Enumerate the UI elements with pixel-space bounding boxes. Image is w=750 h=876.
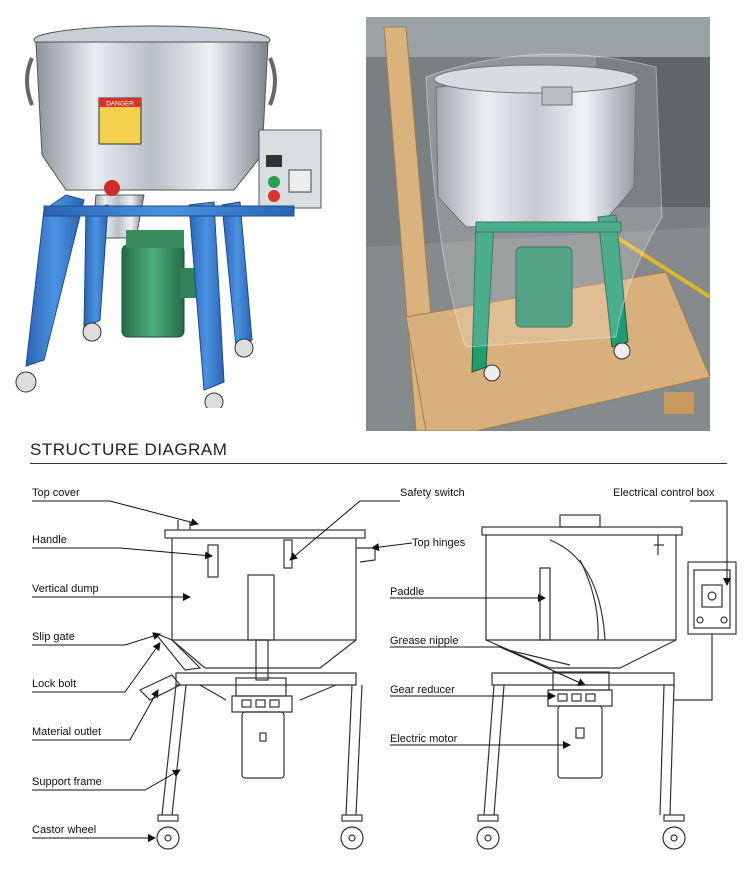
photo-blue-mixer: DANGER — [4, 10, 348, 408]
photo-packed-mixer — [366, 17, 710, 431]
packed-mixer-illustration — [366, 17, 710, 431]
leader-lines — [32, 500, 731, 842]
warning-sign-text: DANGER — [106, 101, 134, 108]
label-grease-nipple: Grease nipple — [390, 635, 459, 647]
left-motor-shape — [241, 711, 285, 779]
vertical-dump-shape — [247, 574, 275, 641]
label-vertical-dump: Vertical dump — [32, 583, 99, 595]
title-rule — [30, 463, 727, 464]
top-cover-shape — [164, 529, 366, 539]
label-electrical-control-box: Electrical control box — [613, 487, 715, 499]
label-top-cover: Top cover — [32, 487, 80, 499]
slip-gate-shape — [154, 632, 202, 671]
label-handle: Handle — [32, 534, 67, 546]
label-castor-wheel: Castor wheel — [32, 824, 97, 836]
control-box-shape — [687, 561, 737, 635]
label-paddle: Paddle — [390, 586, 425, 598]
right-motor-shape — [557, 705, 603, 779]
material-outlet-shape — [138, 674, 181, 701]
paddle-shape — [539, 567, 551, 641]
handle-shape — [207, 544, 219, 578]
blue-mixer-illustration: DANGER — [15, 25, 322, 408]
label-material-outlet: Material outlet — [32, 726, 102, 738]
label-slip-gate: Slip gate — [32, 631, 75, 643]
hopper-shape — [171, 538, 357, 641]
hopper-body — [35, 41, 269, 191]
left-machine-drawing — [138, 520, 376, 850]
label-support-frame: Support frame — [32, 776, 102, 788]
diagram-title: STRUCTURE DIAGRAM — [30, 440, 228, 459]
label-safety-switch: Safety switch — [400, 487, 465, 499]
label-gear-reducer: Gear reducer — [390, 684, 455, 696]
right-machine-drawing — [476, 514, 737, 850]
label-top-hinges: Top hinges — [412, 537, 466, 549]
label-electric-motor: Electric motor — [390, 733, 458, 745]
label-lock-bolt: Lock bolt — [32, 678, 77, 690]
